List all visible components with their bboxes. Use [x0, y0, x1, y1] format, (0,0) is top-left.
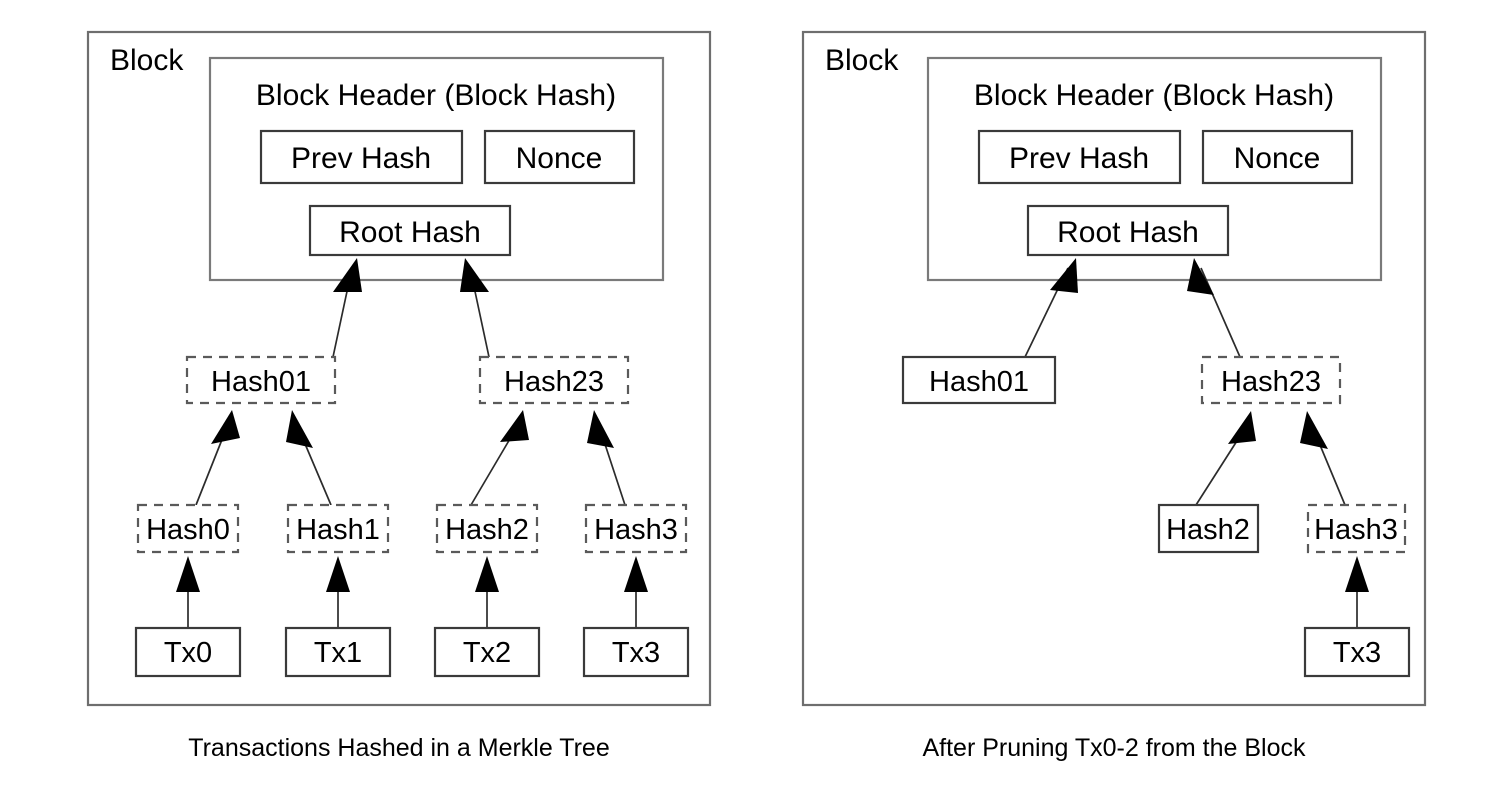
arrowhead-tx3-hash3-right	[1345, 556, 1369, 592]
hash01-box-left	[185, 355, 337, 405]
hash3-label-right: Hash3	[1314, 514, 1398, 546]
tx0-label-left: Tx0	[164, 637, 212, 669]
tx3-box-right	[1303, 626, 1411, 678]
link-hash2-hash23-left	[470, 431, 515, 506]
block-outline-left	[86, 30, 712, 707]
nonce-box-right	[1201, 129, 1354, 185]
arrowhead-hash1-hash01-left	[286, 410, 313, 448]
hash23-label-right: Hash23	[1221, 366, 1321, 398]
arrowhead-hash0-hash01-left	[211, 410, 240, 444]
tx1-label-left: Tx1	[314, 637, 362, 669]
caption-right: After Pruning Tx0-2 from the Block	[922, 734, 1306, 762]
hash0-box-left	[136, 503, 240, 554]
link-hash23-root-right	[1200, 267, 1241, 358]
hash23-box-right	[1200, 355, 1342, 405]
arrowhead-hash01-root-left	[333, 258, 362, 292]
arrowhead-hash3-hash23-left	[587, 410, 614, 448]
hash23-label-left: Hash23	[504, 366, 604, 398]
caption-left: Transactions Hashed in a Merkle Tree	[188, 734, 609, 762]
block-label-left: Block	[110, 44, 184, 77]
block-outline-right	[801, 30, 1427, 707]
arrowhead-tx1-hash1-left	[326, 556, 350, 592]
arrowhead-hash23-root-right	[1187, 258, 1214, 295]
root-hash-box-right	[1026, 204, 1230, 257]
arrowhead-hash2-hash23-left	[500, 410, 529, 442]
block-header-title-left: Block Header (Block Hash)	[256, 79, 616, 112]
hash01-box-right	[901, 355, 1057, 405]
root-hash-label-right: Root Hash	[1057, 216, 1199, 249]
prev-hash-box-right	[977, 129, 1182, 185]
arrowhead-hash23-root-left	[460, 258, 489, 292]
tx2-box-left	[433, 626, 541, 678]
arrowhead-hash2-hash23-right	[1228, 411, 1256, 444]
tx1-box-left	[284, 626, 392, 678]
hash3-box-right	[1306, 503, 1407, 554]
prev-hash-label-left: Prev Hash	[291, 142, 431, 175]
hash23-box-left	[478, 355, 630, 405]
hash1-label-left: Hash1	[296, 514, 380, 546]
hash1-box-left	[286, 503, 390, 554]
block-header-title-right: Block Header (Block Hash)	[974, 79, 1334, 112]
link-hash0-hash01-left	[195, 431, 226, 506]
arrowhead-hash3-hash23-right	[1300, 411, 1328, 449]
tx3-box-left	[582, 626, 690, 678]
hash2-box-right	[1157, 503, 1260, 554]
panel-right: Block Block Header (Block Hash) Prev Has…	[801, 30, 1427, 762]
root-hash-label-left: Root Hash	[339, 216, 481, 249]
prev-hash-box-left	[259, 129, 464, 185]
nonce-label-right: Nonce	[1234, 142, 1321, 175]
hash3-label-left: Hash3	[594, 514, 678, 546]
block-label-right: Block	[825, 44, 899, 77]
arrowhead-hash01-root-right	[1050, 258, 1078, 293]
arrowhead-tx2-hash2-left	[475, 556, 499, 592]
link-hash2-hash23-right	[1195, 432, 1243, 506]
hash2-label-right: Hash2	[1166, 514, 1250, 546]
tx3-label-left: Tx3	[612, 637, 660, 669]
hash3-box-left	[584, 503, 688, 554]
hash0-label-left: Hash0	[146, 514, 230, 546]
tx0-box-left	[134, 626, 242, 678]
panel-left: Block Block Header (Block Hash) Prev Has…	[86, 30, 712, 762]
tx3-label-right: Tx3	[1333, 637, 1381, 669]
prev-hash-label-right: Prev Hash	[1009, 142, 1149, 175]
arrowhead-tx0-hash0-left	[176, 556, 200, 592]
hash01-label-right: Hash01	[929, 366, 1029, 398]
nonce-box-left	[483, 129, 636, 185]
arrowhead-tx3-hash3-left	[624, 556, 648, 592]
hash01-label-left: Hash01	[211, 366, 311, 398]
hash2-label-left: Hash2	[445, 514, 529, 546]
tx2-label-left: Tx2	[463, 637, 511, 669]
root-hash-box-left	[308, 204, 512, 257]
nonce-label-left: Nonce	[516, 142, 603, 175]
hash2-box-left	[435, 503, 539, 554]
